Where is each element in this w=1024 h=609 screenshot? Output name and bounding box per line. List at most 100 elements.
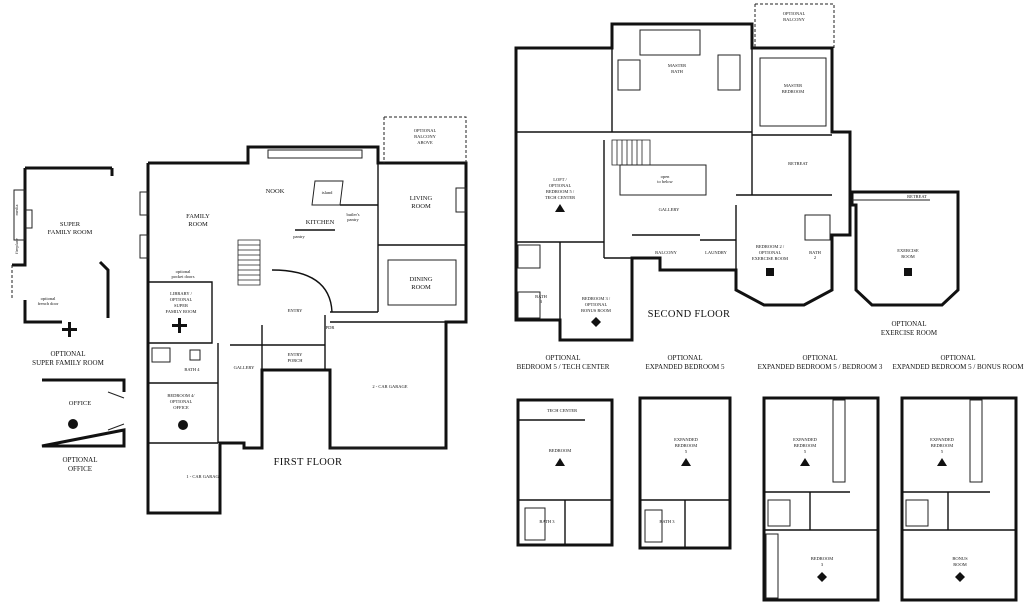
svg-text:BEDROOM: BEDROOM bbox=[811, 556, 834, 561]
svg-text:SUPER: SUPER bbox=[60, 221, 81, 228]
svg-text:ROOM: ROOM bbox=[953, 562, 967, 567]
svg-text:to below: to below bbox=[657, 179, 673, 184]
svg-text:KITCHEN: KITCHEN bbox=[306, 219, 335, 226]
svg-text:EXPANDED BEDROOM 5 / BEDROOM 3: EXPANDED BEDROOM 5 / BEDROOM 3 bbox=[758, 363, 883, 371]
svg-text:GALLERY: GALLERY bbox=[659, 207, 680, 212]
diamond-symbol-icon bbox=[955, 572, 965, 582]
square-symbol-icon bbox=[904, 268, 912, 276]
svg-text:SUPER FAMILY ROOM: SUPER FAMILY ROOM bbox=[32, 359, 104, 367]
triangle-symbol-icon bbox=[800, 458, 810, 466]
svg-text:NOOK: NOOK bbox=[266, 188, 285, 195]
svg-text:BEDROOM: BEDROOM bbox=[931, 443, 954, 448]
svg-text:BEDROOM: BEDROOM bbox=[675, 443, 698, 448]
svg-text:BONUS: BONUS bbox=[952, 556, 968, 561]
svg-text:3: 3 bbox=[821, 562, 824, 567]
svg-text:BEDROOM: BEDROOM bbox=[782, 89, 805, 94]
diamond-symbol-icon bbox=[591, 317, 601, 327]
svg-text:SUPER: SUPER bbox=[174, 303, 188, 308]
svg-text:media: media bbox=[14, 205, 19, 216]
svg-text:ENTRY: ENTRY bbox=[288, 308, 304, 313]
svg-text:ROOM: ROOM bbox=[411, 203, 431, 210]
svg-text:LIVING: LIVING bbox=[410, 195, 433, 202]
svg-text:OPTIONAL: OPTIONAL bbox=[585, 302, 608, 307]
svg-text:OPTIONAL: OPTIONAL bbox=[170, 399, 193, 404]
optional-office-plan: OFFICE OPTIONAL OFFICE bbox=[41, 378, 126, 473]
svg-text:BATH: BATH bbox=[671, 69, 684, 74]
svg-text:OPTIONAL: OPTIONAL bbox=[668, 354, 703, 362]
circle-symbol-icon bbox=[68, 419, 78, 429]
svg-text:SECOND FLOOR: SECOND FLOOR bbox=[648, 309, 731, 320]
svg-text:GALLERY: GALLERY bbox=[234, 365, 255, 370]
svg-text:open: open bbox=[661, 174, 670, 179]
svg-text:LAUNDRY: LAUNDRY bbox=[705, 250, 728, 255]
svg-text:island: island bbox=[322, 190, 333, 195]
svg-text:5: 5 bbox=[685, 449, 688, 454]
svg-text:FAMILY ROOM: FAMILY ROOM bbox=[48, 229, 93, 236]
svg-text:optional: optional bbox=[41, 296, 56, 301]
svg-text:1 - CAR GARAGE: 1 - CAR GARAGE bbox=[186, 474, 221, 479]
optional-exercise-room-plan: RETREAT EXERCISE ROOM OPTIONAL EXERCISE … bbox=[850, 190, 960, 337]
svg-text:BEDROOM 3 /: BEDROOM 3 / bbox=[582, 296, 611, 301]
svg-text:EXPANDED BEDROOM 5: EXPANDED BEDROOM 5 bbox=[645, 363, 725, 371]
svg-text:MASTER: MASTER bbox=[784, 83, 802, 88]
svg-text:OPTIONAL: OPTIONAL bbox=[546, 354, 581, 362]
optional-bedroom5-tech-center-plan: TECH CENTER BEDROOM BATH 3 OPTIONAL BEDR… bbox=[516, 354, 614, 547]
svg-text:butler's: butler's bbox=[346, 212, 359, 217]
svg-text:BATH 3: BATH 3 bbox=[659, 519, 675, 524]
triangle-symbol-icon bbox=[555, 458, 565, 466]
svg-text:BALCONY: BALCONY bbox=[414, 134, 437, 139]
svg-text:BEDROOM 4/: BEDROOM 4/ bbox=[167, 393, 195, 398]
plus-symbol-icon bbox=[172, 318, 187, 333]
svg-text:EXPANDED: EXPANDED bbox=[930, 437, 955, 442]
svg-text:BONUS ROOM: BONUS ROOM bbox=[581, 308, 611, 313]
svg-text:EXPANDED: EXPANDED bbox=[793, 437, 818, 442]
svg-text:BATH 4: BATH 4 bbox=[184, 367, 200, 372]
svg-text:RETREAT: RETREAT bbox=[788, 161, 808, 166]
svg-text:OPTIONAL: OPTIONAL bbox=[892, 320, 927, 328]
svg-text:PDR: PDR bbox=[326, 325, 335, 330]
svg-text:BEDROOM 5 / TECH CENTER: BEDROOM 5 / TECH CENTER bbox=[517, 363, 610, 371]
svg-text:OPTIONAL: OPTIONAL bbox=[783, 11, 806, 16]
optional-expanded-bedroom5-plan: EXPANDED BEDROOM 5 BATH 3 OPTIONAL EXPAN… bbox=[638, 354, 732, 550]
square-symbol-icon bbox=[766, 268, 774, 276]
svg-text:FAMILY ROOM: FAMILY ROOM bbox=[166, 309, 197, 314]
svg-text:EXPANDED BEDROOM 5 / BONUS ROO: EXPANDED BEDROOM 5 / BONUS ROOM bbox=[892, 363, 1024, 371]
plus-symbol-icon bbox=[62, 322, 77, 337]
svg-text:pocket doors: pocket doors bbox=[171, 274, 194, 279]
svg-text:ABOVE: ABOVE bbox=[417, 140, 433, 145]
svg-text:OFFICE: OFFICE bbox=[173, 405, 189, 410]
svg-text:OFFICE: OFFICE bbox=[68, 465, 92, 473]
second-floor-plan: MASTER BATH MASTER BEDROOM OPTIONAL BALC… bbox=[514, 3, 852, 342]
svg-text:3: 3 bbox=[540, 299, 543, 304]
svg-text:ROOM: ROOM bbox=[188, 221, 208, 228]
svg-text:MASTER: MASTER bbox=[668, 63, 686, 68]
svg-text:BEDROOM: BEDROOM bbox=[549, 448, 572, 453]
svg-text:2: 2 bbox=[814, 255, 816, 260]
svg-text:5: 5 bbox=[941, 449, 944, 454]
diamond-symbol-icon bbox=[817, 572, 827, 582]
svg-text:OFFICE: OFFICE bbox=[69, 400, 91, 407]
svg-text:optional: optional bbox=[176, 269, 191, 274]
svg-text:FAMILY: FAMILY bbox=[186, 213, 210, 220]
svg-text:EXPANDED: EXPANDED bbox=[674, 437, 699, 442]
svg-text:OPTIONAL: OPTIONAL bbox=[941, 354, 976, 362]
svg-text:EXERCISE: EXERCISE bbox=[897, 248, 919, 253]
svg-text:OPTIONAL: OPTIONAL bbox=[759, 250, 782, 255]
svg-text:pantry: pantry bbox=[293, 234, 305, 239]
svg-text:OPTIONAL: OPTIONAL bbox=[414, 128, 437, 133]
svg-text:OPTIONAL: OPTIONAL bbox=[549, 183, 572, 188]
svg-text:5: 5 bbox=[804, 449, 807, 454]
svg-text:PORCH: PORCH bbox=[287, 358, 303, 363]
svg-text:TECH CENTER: TECH CENTER bbox=[545, 195, 575, 200]
svg-text:LOFT /: LOFT / bbox=[553, 177, 567, 182]
triangle-symbol-icon bbox=[555, 204, 565, 212]
svg-text:BATH 3: BATH 3 bbox=[539, 519, 555, 524]
svg-text:FIRST FLOOR: FIRST FLOOR bbox=[274, 457, 343, 468]
svg-text:2 - CAR GARAGE: 2 - CAR GARAGE bbox=[372, 384, 407, 389]
optional-expanded-bedroom5-bonus-plan: EXPANDED BEDROOM 5 BONUS ROOM OPTIONAL E… bbox=[892, 354, 1024, 602]
svg-text:ENTRY: ENTRY bbox=[288, 352, 304, 357]
svg-text:BALCONY: BALCONY bbox=[783, 17, 806, 22]
svg-text:french door: french door bbox=[38, 301, 59, 306]
optional-expanded-bedroom5-bedroom3-plan: EXPANDED BEDROOM 5 BEDROOM 3 OPTIONAL EX… bbox=[758, 354, 883, 602]
